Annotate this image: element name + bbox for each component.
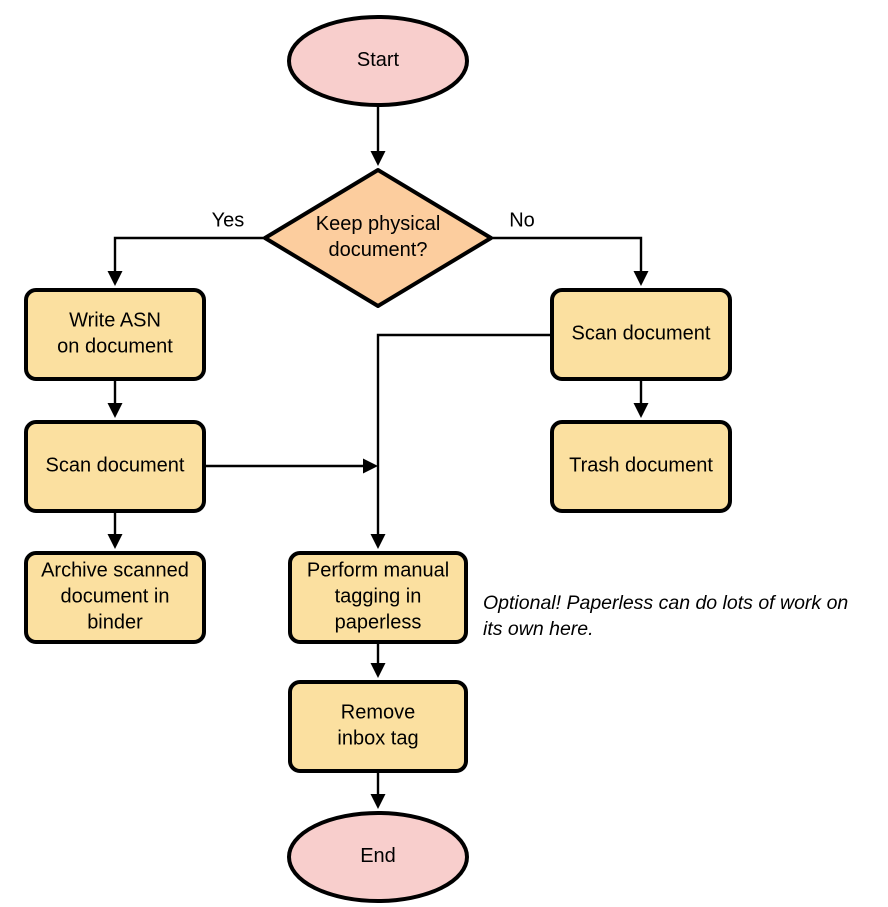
process-box — [288, 551, 468, 644]
edge-line — [376, 333, 552, 534]
process-box — [24, 288, 206, 381]
arrowhead-icon — [107, 403, 123, 418]
arrowhead-icon — [107, 534, 123, 549]
edge-write-asn-to-scan-left — [107, 379, 123, 418]
terminal-ellipse — [287, 15, 469, 107]
edge-scan-right-to-trash — [633, 379, 649, 418]
arrowhead-icon — [370, 534, 386, 549]
process-box — [550, 420, 732, 513]
node-scan-document-right[interactable]: Scan document — [550, 288, 732, 381]
arrowhead-icon — [370, 794, 386, 809]
edge-start-to-decision — [370, 105, 386, 166]
edge-decision-yes-to-write-asn: Yes — [107, 209, 265, 286]
edge-manual-tagging-to-remove-inbox — [370, 642, 386, 678]
edge-scan-right-to-manual-tagging — [370, 333, 552, 549]
process-box — [288, 680, 468, 773]
process-box — [24, 551, 206, 644]
edge-scan-left-to-archive — [107, 511, 123, 549]
arrowhead-icon — [633, 403, 649, 418]
edge-label-no: No — [509, 209, 535, 231]
arrowhead-icon — [370, 151, 386, 166]
terminal-ellipse — [287, 811, 469, 903]
edge-layer: Yes No — [107, 105, 649, 809]
node-label: Start — [357, 49, 400, 71]
node-label: End — [360, 845, 396, 867]
process-box — [550, 288, 732, 381]
arrowhead-icon — [363, 458, 378, 474]
edge-remove-inbox-to-end — [370, 771, 386, 809]
edge-label-yes: Yes — [212, 209, 245, 231]
node-scan-document-left[interactable]: Scan document — [24, 420, 206, 513]
arrowhead-icon — [633, 271, 649, 286]
annotation-layer: Optional! Paperless can do lots of work … — [483, 592, 848, 640]
node-label: Trash document — [569, 455, 713, 477]
node-label: Scan document — [572, 323, 711, 345]
annotation-optional-note: Optional! Paperless can do lots of work … — [483, 592, 848, 640]
edge-line — [113, 236, 265, 271]
node-start[interactable]: Start — [287, 15, 469, 107]
arrowhead-icon — [107, 271, 123, 286]
node-trash-document[interactable]: Trash document — [550, 420, 732, 513]
process-box — [24, 420, 206, 513]
decision-diamond — [263, 168, 493, 308]
arrowhead-icon — [370, 663, 386, 678]
node-end[interactable]: End — [287, 811, 469, 903]
edge-scan-left-to-manual-tagging — [204, 458, 378, 474]
edge-decision-no-to-scan-right: No — [491, 209, 649, 286]
node-label: Scan document — [46, 455, 185, 477]
edge-line — [491, 236, 643, 271]
